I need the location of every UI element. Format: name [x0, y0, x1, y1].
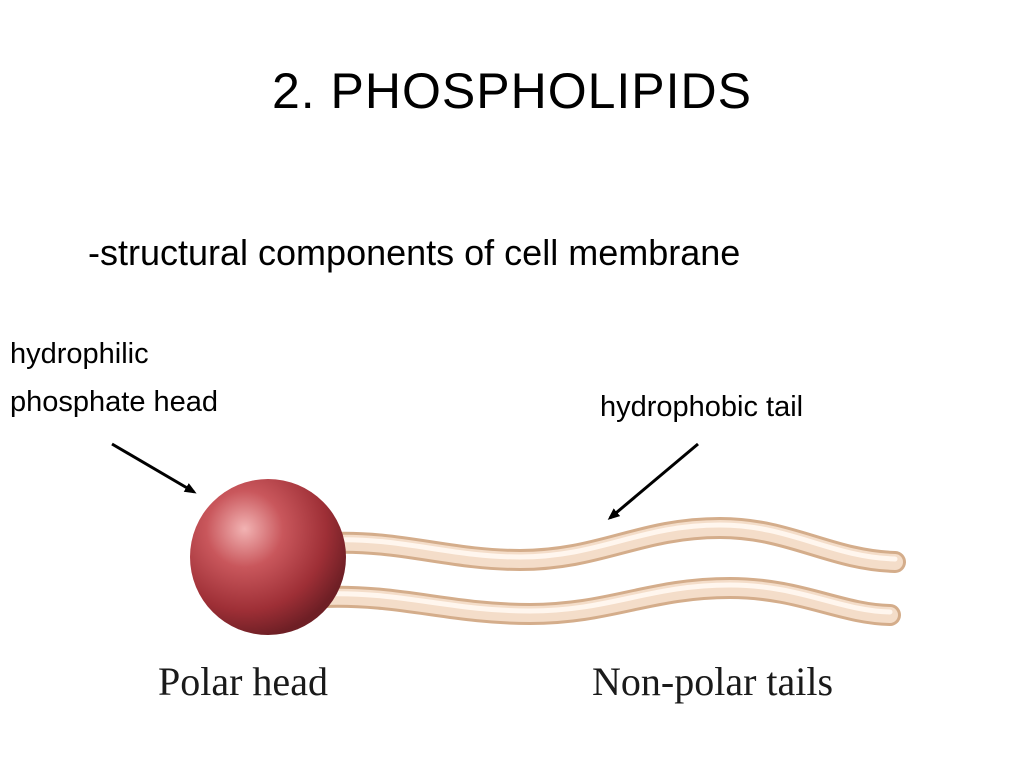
- slide-title: 2. PHOSPHOLIPIDS: [271, 63, 753, 119]
- slide-subtitle: -structural components of cell membrane: [88, 232, 741, 273]
- label-hydrophobic-tail: hydrophobic tail: [600, 391, 804, 423]
- caption-polar-head: Polar head: [158, 659, 328, 704]
- arrow-to-tail: [607, 442, 699, 520]
- label-hydrophilic-head: hydrophilic phosphate head: [10, 330, 218, 426]
- arrow-to-head: [111, 442, 197, 494]
- caption-nonpolar-tails: Non-polar tails: [592, 659, 834, 704]
- label-head-line2: phosphate head: [10, 386, 219, 418]
- tail-lower: [311, 576, 901, 626]
- tail-upper: [319, 516, 906, 573]
- label-head-line1: hydrophilic: [10, 338, 149, 370]
- polar-head-sphere: [190, 479, 346, 635]
